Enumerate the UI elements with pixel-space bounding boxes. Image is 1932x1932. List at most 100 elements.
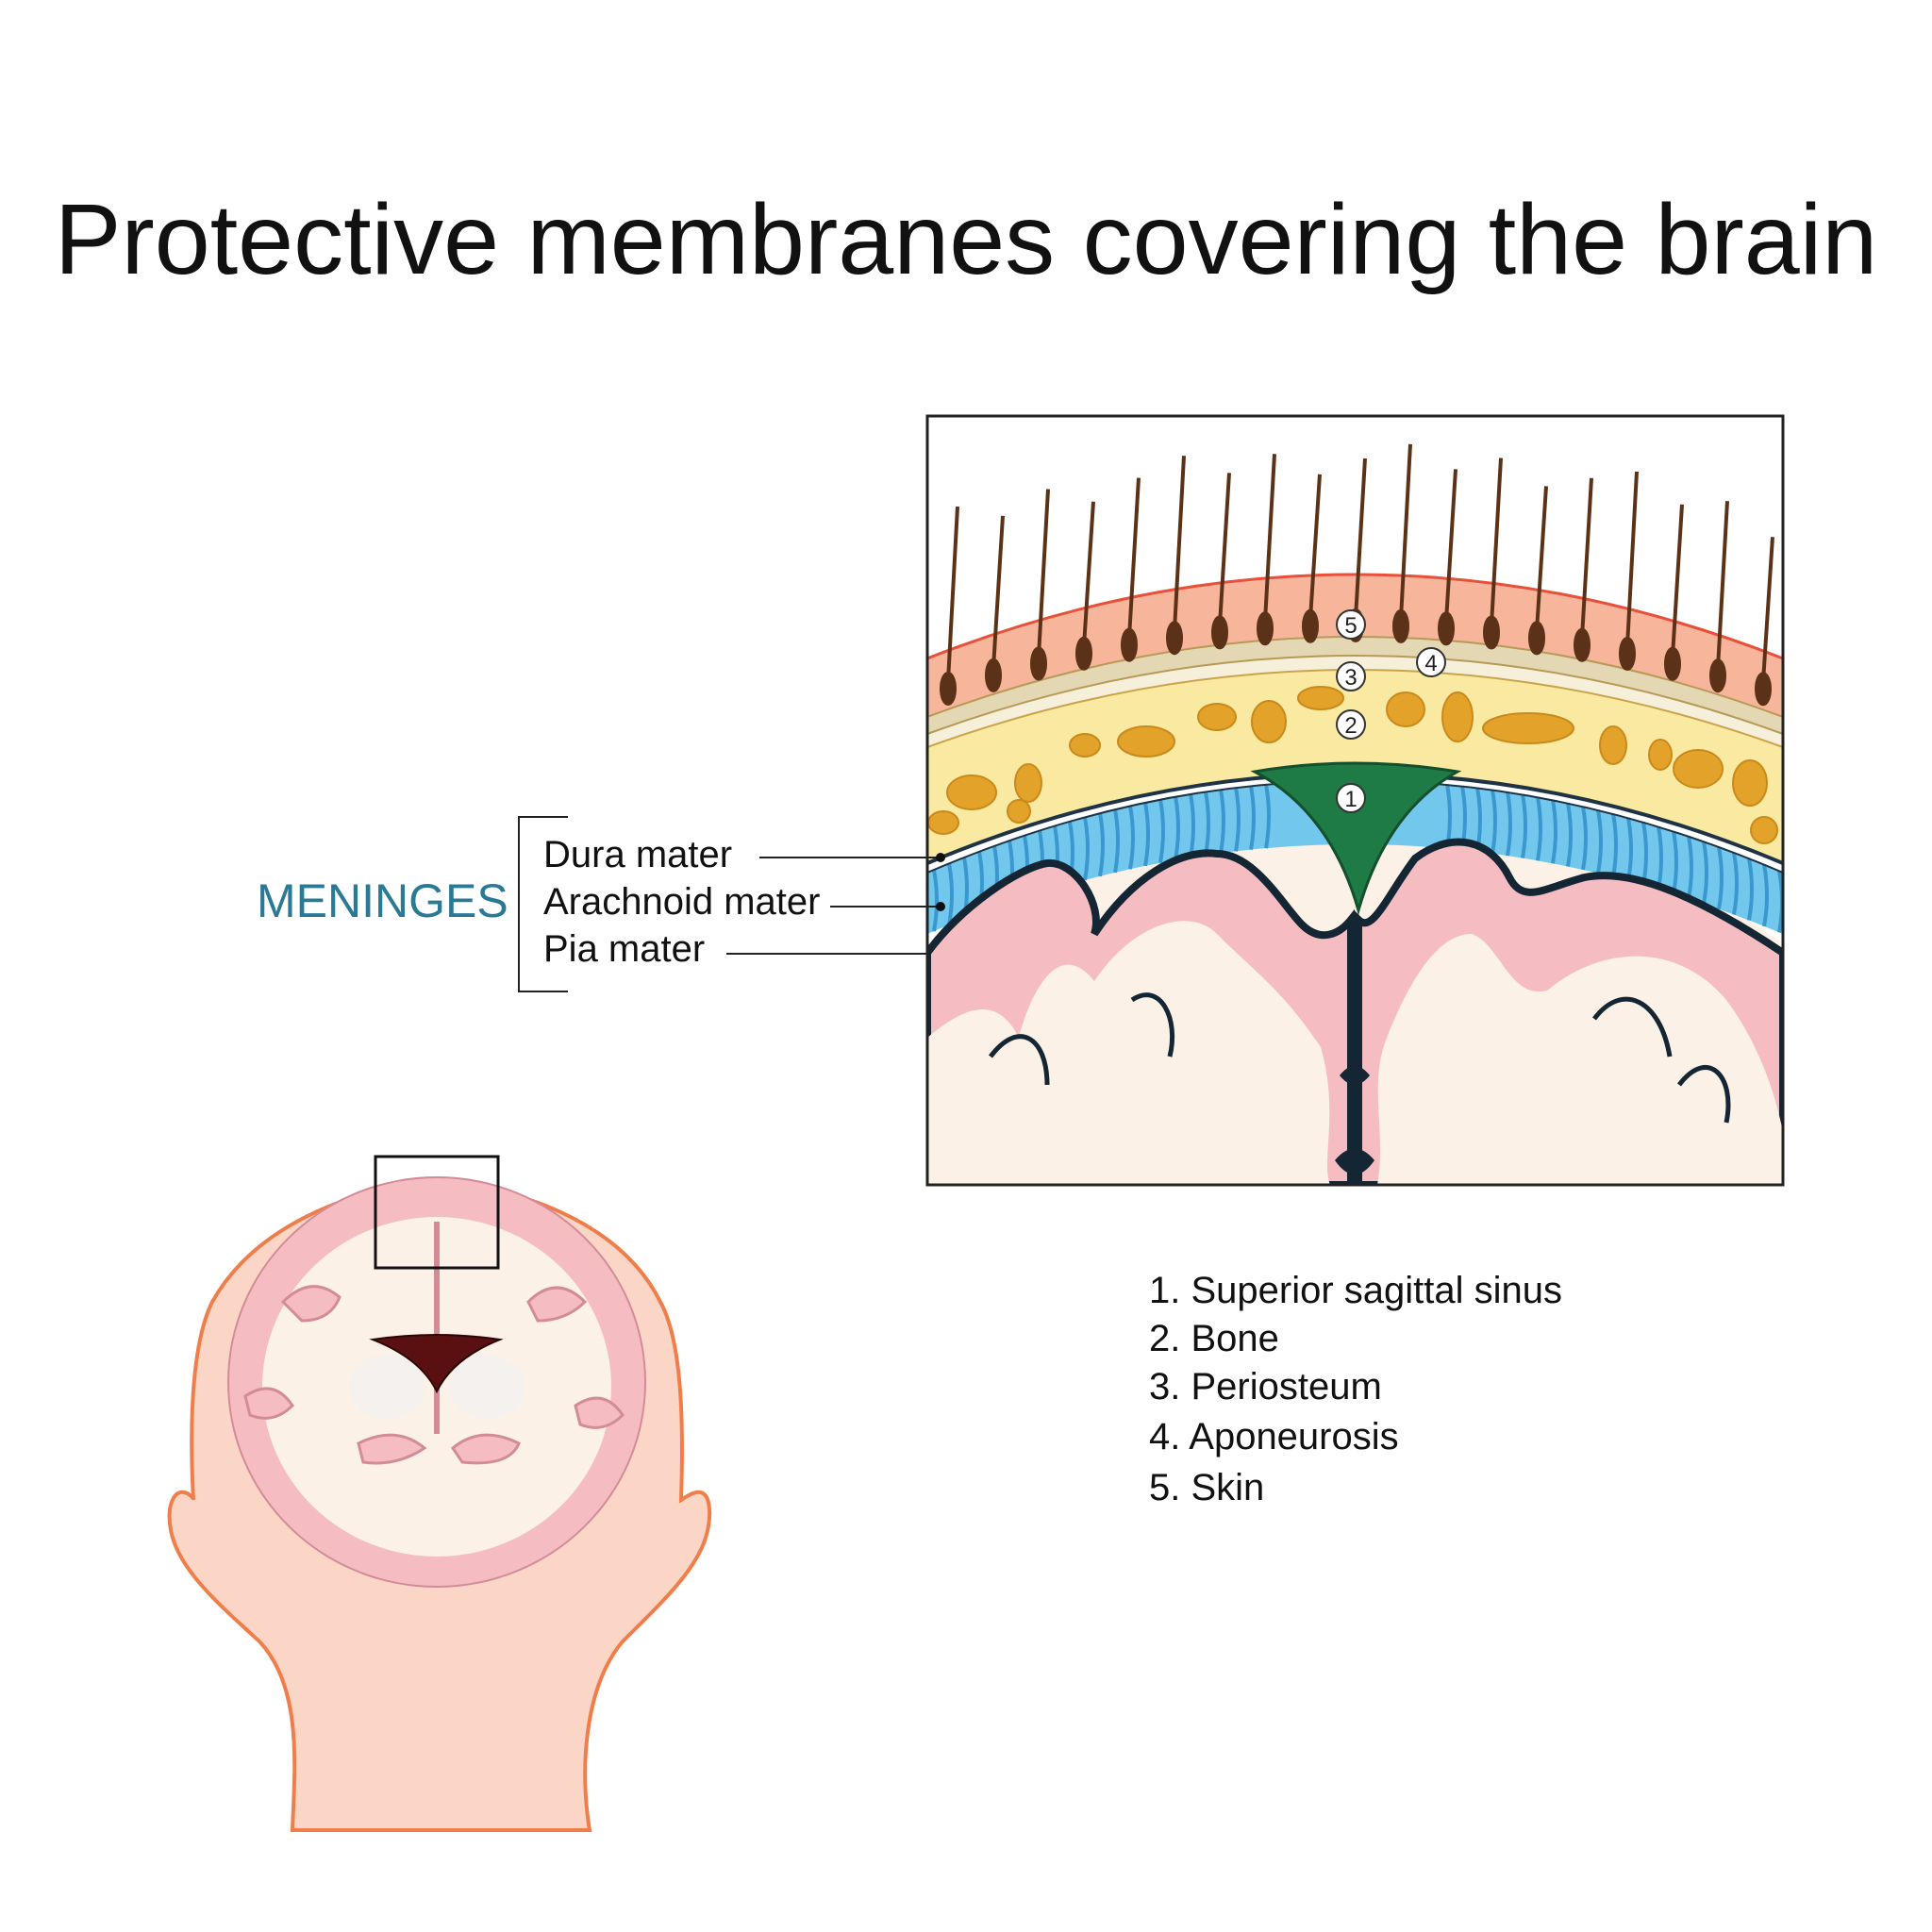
arachnoid-trabecula: [1264, 783, 1271, 849]
arachnoid-trabecula: [1491, 789, 1497, 855]
marker-2: 2: [1336, 709, 1366, 740]
hair-follicle: [1574, 627, 1591, 662]
marker-1: 1: [1336, 783, 1366, 813]
legend-item-5: 5. Skin: [1149, 1467, 1264, 1508]
arachnoid-mater-label: Arachnoid mater: [543, 881, 820, 923]
zoom-panel: 5 4 3 2 1: [925, 414, 1785, 1187]
hair-follicles: [940, 443, 1774, 707]
arachnoid-trabecula: [1611, 813, 1618, 877]
arachnoid-trabecula: [1113, 808, 1120, 874]
hair-follicle: [1392, 608, 1409, 643]
hair-follicle: [1030, 646, 1047, 681]
hair-strand: [1671, 504, 1684, 657]
hair-follicle: [1302, 608, 1319, 643]
arachnoid-trabecula: [1521, 793, 1527, 858]
hair-strand: [1354, 458, 1367, 619]
hair-strand: [1308, 474, 1322, 619]
marker-3: 3: [1336, 661, 1366, 691]
marker-4: 4: [1416, 647, 1446, 677]
hair-strand: [1580, 477, 1593, 638]
head-illustration: [167, 1155, 712, 1832]
hair-follicle: [1528, 621, 1545, 656]
hair-follicle: [1166, 621, 1183, 656]
legend-item-3: 3. Periosteum: [1149, 1366, 1382, 1407]
hair-follicle: [1619, 636, 1636, 671]
arachnoid-trabecula: [1702, 841, 1708, 905]
arachnoid-trabecula: [1566, 802, 1573, 867]
hair-follicle: [1755, 672, 1772, 707]
ventricles: [369, 1334, 504, 1394]
hair-strand: [946, 506, 959, 682]
arachnoid-trabecula: [1143, 802, 1150, 867]
arachnoid-trabecula: [1536, 796, 1542, 861]
arachnoid-trabecula: [1249, 785, 1256, 850]
hair-strand: [1263, 454, 1276, 622]
arachnoid-trabecula: [1234, 787, 1241, 852]
arachnoid-trabecula: [1581, 806, 1588, 871]
hair-strand: [1761, 537, 1774, 682]
periosteum-layer: [927, 656, 1783, 747]
hair-follicle: [1121, 627, 1138, 662]
arachnoid-trabecula: [1762, 864, 1769, 927]
svg-text:2: 2: [1344, 713, 1357, 739]
hair-follicle: [1709, 658, 1726, 693]
marker-5: 5: [1336, 609, 1366, 640]
arachnoid-trabecula: [1596, 809, 1603, 874]
svg-text:4: 4: [1424, 651, 1437, 676]
hair-strand: [1716, 501, 1729, 669]
layer-markers: 5 4 3 2 1: [1336, 609, 1446, 813]
diagram-title: Protective membranes covering the brain: [55, 184, 1877, 295]
dura-mater-label: Dura mater: [543, 834, 732, 875]
meninges-heading: MENINGES: [257, 874, 508, 927]
legend-item-4: 4. Aponeurosis: [1149, 1416, 1399, 1457]
hair-follicle: [1257, 611, 1274, 646]
hair-strand: [991, 515, 1005, 669]
aponeurosis-layer: [927, 637, 1783, 734]
arachnoid-trabecula: [1551, 799, 1557, 864]
arachnoid-trabecula: [1219, 789, 1225, 854]
hair-strand: [1535, 486, 1548, 631]
cortex: [927, 838, 1783, 1185]
arachnoid-trabecula: [1158, 798, 1165, 864]
arachnoid-trabecula: [1128, 805, 1135, 870]
hair-follicle: [1483, 615, 1500, 650]
svg-text:5: 5: [1344, 613, 1357, 639]
pia-mater-label: Pia mater: [543, 928, 705, 970]
arachnoid-trabecula: [1174, 795, 1180, 861]
hair-strand: [1082, 501, 1095, 646]
hair-strand: [1218, 473, 1231, 625]
arachnoid-trabecula: [1717, 846, 1724, 910]
hair-strand: [1399, 443, 1412, 619]
zoom-region-marker: [374, 1155, 500, 1270]
hair-follicle: [940, 671, 957, 706]
hair-follicle: [1075, 636, 1092, 671]
hair-follicle: [1438, 611, 1455, 646]
meninges-bracket: [518, 816, 568, 992]
meninges-labels: MENINGES Dura mater Arachnoid mater Pia …: [257, 816, 945, 992]
arachnoid-trabecula: [1687, 836, 1693, 900]
arachnoid-trabecula: [1506, 791, 1512, 857]
svg-text:1: 1: [1344, 787, 1357, 812]
hair-strand: [1127, 477, 1141, 638]
skin-layer: [927, 575, 1783, 717]
hair-strand: [1037, 489, 1050, 657]
arachnoid-trabecula: [947, 862, 954, 925]
legend-item-2: 2. Bone: [1149, 1318, 1279, 1359]
arachnoid-trabecula: [1747, 858, 1754, 921]
hair-strand: [1444, 469, 1457, 622]
bone-pores: [927, 686, 1778, 844]
svg-text:3: 3: [1344, 665, 1357, 691]
hair-follicle: [1664, 646, 1681, 681]
arachnoid-trabecula: [1098, 812, 1105, 877]
legend: 1. Superior sagittal sinus 2. Bone 3. Pe…: [1149, 1270, 1562, 1508]
hair-follicle: [1211, 615, 1228, 650]
arachnoid-trabecula: [1732, 852, 1739, 915]
arachnoid-trabecula: [932, 869, 939, 932]
hair-strand: [1173, 456, 1186, 631]
hair-strand: [1490, 458, 1503, 625]
hair-follicle: [985, 658, 1002, 692]
hair-strand: [1625, 471, 1639, 647]
zoom-panel-frame: [925, 414, 1785, 1187]
arachnoid-trabecula: [1204, 791, 1210, 856]
